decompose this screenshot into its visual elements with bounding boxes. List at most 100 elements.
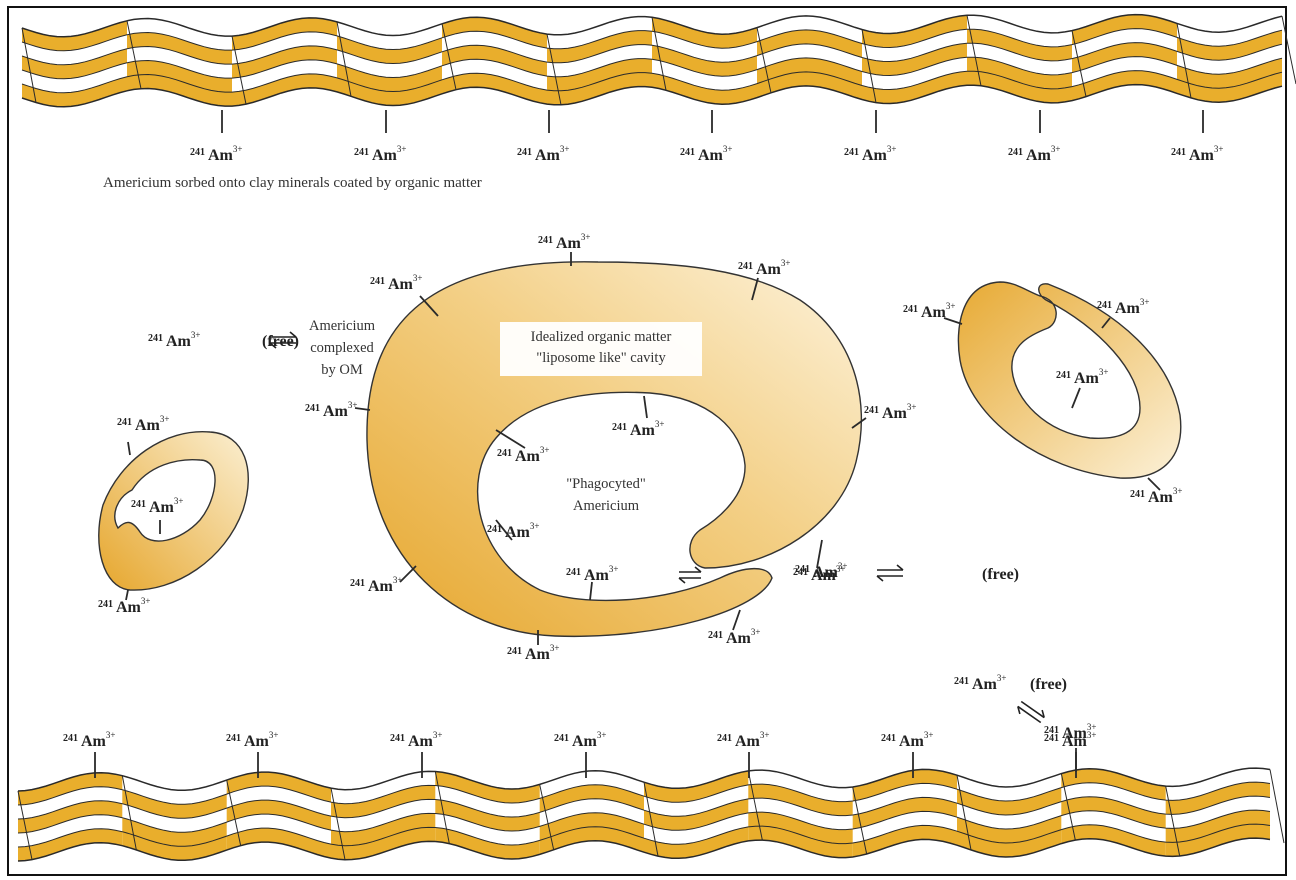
am-isotope: 241 — [354, 147, 369, 158]
am-element: Am — [899, 733, 925, 750]
am-element: Am — [556, 235, 582, 252]
clay-fill-band — [435, 800, 539, 832]
free-label-bottom: (free) — [1030, 676, 1067, 693]
am-species-label: 241Am3+ — [903, 301, 955, 321]
am-species-label: 241Am3+ — [738, 258, 790, 278]
am-isotope: 241 — [117, 417, 132, 428]
am-element: Am — [408, 733, 434, 750]
equilibrium-arrow — [1015, 697, 1047, 726]
clay-fill-band — [652, 73, 757, 104]
am-element: Am — [882, 405, 908, 422]
am-isotope: 241 — [497, 448, 512, 459]
binding-tick — [400, 566, 416, 582]
am-element: Am — [726, 630, 752, 647]
clay-fill-band — [967, 29, 1072, 61]
am-charge: 3+ — [106, 730, 116, 740]
am-charge: 3+ — [191, 330, 201, 340]
am-charge: 3+ — [269, 730, 279, 740]
am-charge: 3+ — [540, 445, 550, 455]
am-element: Am — [1074, 370, 1100, 387]
am-charge: 3+ — [946, 301, 956, 311]
am-isotope: 241 — [517, 147, 532, 158]
am-charge: 3+ — [560, 144, 570, 154]
caption-top-clay: Americium sorbed onto clay minerals coat… — [103, 175, 482, 191]
caption-phagocyted-2: Americium — [573, 498, 640, 514]
clay-fill-band — [442, 17, 547, 48]
am-element: Am — [208, 147, 234, 164]
am-species-label: 241Am3+ — [881, 730, 933, 750]
am-isotope: 241 — [903, 304, 918, 315]
am-element: Am — [149, 499, 175, 516]
am-element: Am — [244, 733, 270, 750]
binding-tick — [944, 318, 962, 324]
am-isotope: 241 — [954, 676, 969, 687]
clay-fill-band — [748, 784, 852, 816]
am-charge: 3+ — [1140, 297, 1150, 307]
am-element: Am — [81, 733, 107, 750]
clay-fill-band — [652, 45, 757, 76]
am-isotope: 241 — [738, 261, 753, 272]
equilibrium-arrow — [877, 565, 903, 581]
am-charge: 3+ — [1087, 722, 1097, 732]
am-element: Am — [1026, 147, 1052, 164]
am-species-label: 241Am3+ — [708, 627, 760, 647]
caption-idealized-2: "liposome like" cavity — [536, 350, 666, 366]
am-isotope: 241 — [131, 499, 146, 510]
am-charge: 3+ — [581, 232, 591, 242]
am-species-label: 241Am3+ — [98, 596, 150, 616]
am-element: Am — [372, 147, 398, 164]
am-element: Am — [535, 147, 561, 164]
caption-idealized-1: Idealized organic matter — [531, 329, 672, 345]
clay-fill-band — [1061, 797, 1165, 828]
am-species-label: 241Am3+ — [226, 730, 278, 750]
am-isotope: 241 — [1008, 147, 1023, 158]
am-element: Am — [1189, 147, 1215, 164]
am-charge: 3+ — [907, 402, 917, 412]
binding-tick — [496, 430, 525, 448]
am-isotope: 241 — [717, 733, 732, 744]
am-element: Am — [811, 567, 837, 584]
am-charge: 3+ — [397, 144, 407, 154]
am-isotope: 241 — [881, 733, 896, 744]
am-charge: 3+ — [723, 144, 733, 154]
am-species-label: 241Am3+ — [487, 521, 539, 541]
am-charge: 3+ — [160, 414, 170, 424]
am-element: Am — [515, 448, 541, 465]
am-charge: 3+ — [609, 564, 619, 574]
am-isotope: 241 — [507, 646, 522, 657]
am-element: Am — [1148, 489, 1174, 506]
am-element: Am — [116, 599, 142, 616]
am-species-label: 241Am3+ — [1008, 144, 1060, 164]
am-isotope: 241 — [1056, 370, 1071, 381]
am-species-label: 241Am3+ — [538, 232, 590, 252]
am-isotope: 241 — [1171, 147, 1186, 158]
am-isotope: 241 — [148, 333, 163, 344]
clay-mineral-stack-bottom — [18, 768, 1284, 861]
binding-tick — [590, 582, 592, 600]
am-species-label: 241Am3+ — [390, 730, 442, 750]
clay-fill-band — [435, 828, 539, 860]
am-element: Am — [388, 276, 414, 293]
am-species-label: 241Am3+ — [190, 144, 242, 164]
am-charge: 3+ — [1173, 486, 1183, 496]
am-charge: 3+ — [1099, 367, 1109, 377]
organic-matter-large-shell — [367, 262, 861, 637]
am-species-label: 241Am3+ — [497, 445, 549, 465]
equilibrium-arrow — [679, 567, 701, 583]
am-species-label: 241Am3+ — [350, 575, 402, 595]
clay-divider-line — [1270, 769, 1284, 842]
am-isotope: 241 — [226, 733, 241, 744]
am-isotope: 241 — [708, 630, 723, 641]
am-element: Am — [505, 524, 531, 541]
am-isotope: 241 — [566, 567, 581, 578]
